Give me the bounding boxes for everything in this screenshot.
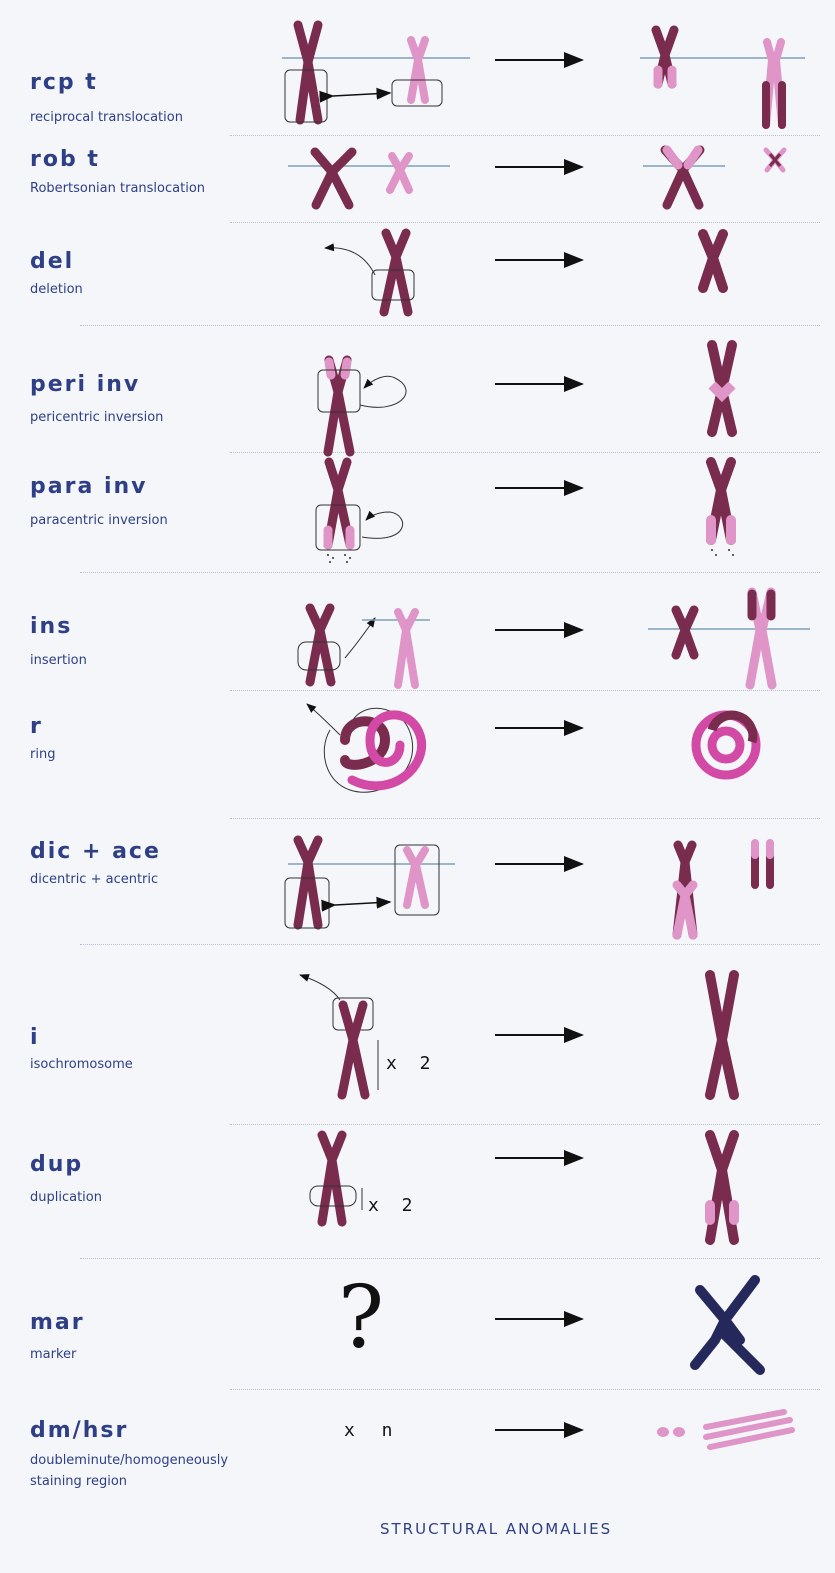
multiplier-dup: x 2 xyxy=(368,1195,419,1216)
chromosome-dark xyxy=(298,25,318,120)
marker-question-mark: ? xyxy=(338,1275,384,1361)
dots xyxy=(327,554,351,563)
multiplier-dm: x n xyxy=(344,1420,401,1441)
result-arrows xyxy=(495,60,582,1430)
chromosome-result xyxy=(656,30,782,125)
figure-footer-title: STRUCTURAL ANOMALIES xyxy=(380,1520,612,1538)
chromosome-light xyxy=(411,40,425,100)
multiplier-iso: x 2 xyxy=(386,1053,437,1074)
